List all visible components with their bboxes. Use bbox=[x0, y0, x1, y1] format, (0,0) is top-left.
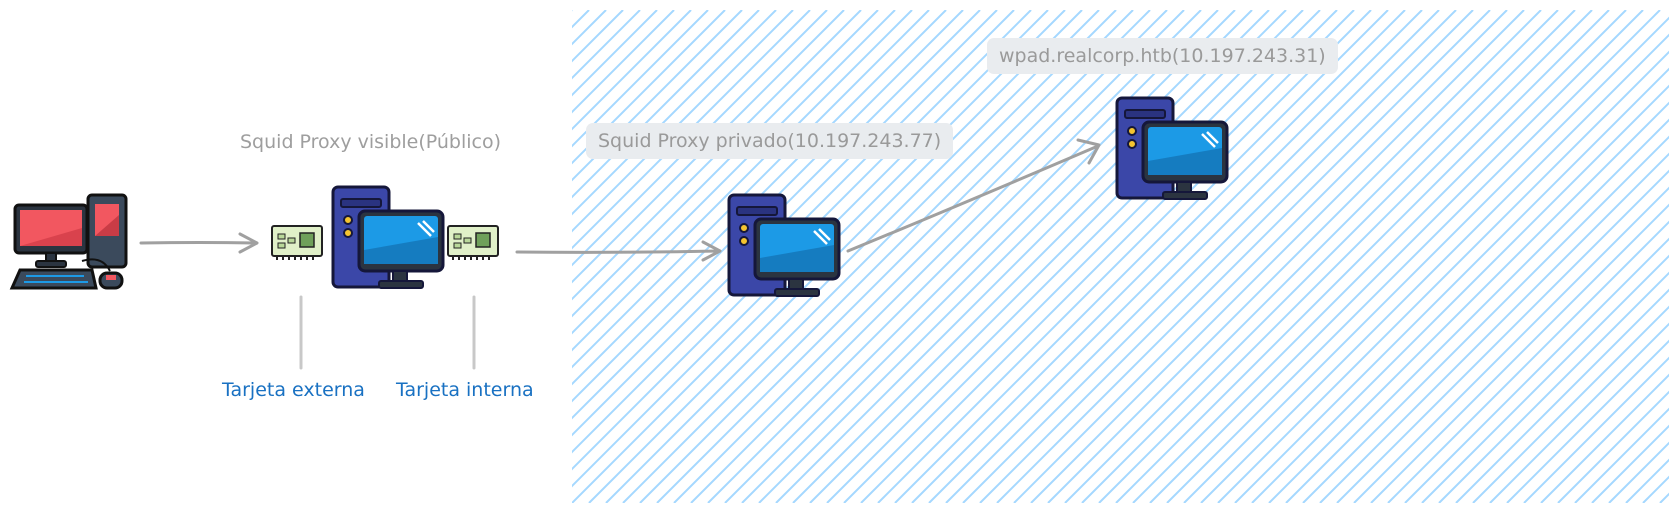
hatch-line bbox=[1183, 16, 1669, 503]
hatch-line bbox=[911, 10, 1406, 503]
hatch-line bbox=[724, 10, 1219, 503]
hatch-line bbox=[1268, 101, 1669, 503]
hatch-line bbox=[1251, 84, 1669, 503]
hatch-line bbox=[1489, 322, 1669, 503]
public-proxy-label: Squid Proxy visible(Público) bbox=[240, 131, 502, 153]
hatch-line bbox=[1200, 33, 1669, 503]
hatch-line bbox=[572, 10, 658, 97]
hatch-line bbox=[1064, 10, 1559, 503]
hatch-line bbox=[1234, 67, 1669, 503]
hatch-line bbox=[1404, 237, 1669, 503]
hatch-line bbox=[572, 10, 675, 114]
desktop-computer-icon bbox=[9, 193, 128, 290]
hatch-line bbox=[572, 10, 709, 148]
hatch-line bbox=[572, 10, 743, 182]
hatch-line bbox=[1047, 10, 1542, 503]
hatch-line bbox=[826, 10, 1321, 503]
hatch-line bbox=[572, 10, 862, 301]
hatch-line bbox=[1523, 356, 1669, 503]
server-computer-icon bbox=[727, 193, 841, 298]
hatch-line bbox=[758, 10, 1253, 503]
server-computer-icon bbox=[1115, 96, 1229, 201]
hatch-line bbox=[1353, 186, 1669, 503]
hatch-line bbox=[572, 10, 726, 165]
hatch-line bbox=[572, 10, 573, 12]
wpad-host-label: wpad.realcorp.htb(10.197.243.31) bbox=[987, 38, 1338, 74]
hatch-line bbox=[1302, 135, 1669, 503]
arrow-client-to-proxy bbox=[139, 232, 259, 254]
hatch-line bbox=[945, 10, 1440, 503]
hatch-line bbox=[572, 10, 896, 335]
hatch-line bbox=[1013, 10, 1508, 503]
hatch-line bbox=[572, 10, 692, 131]
hatch-line bbox=[572, 10, 794, 233]
hatch-line bbox=[809, 10, 1304, 503]
hatch-line bbox=[979, 10, 1474, 503]
server-computer-icon bbox=[331, 185, 445, 290]
hatch-line bbox=[572, 10, 879, 318]
hatch-line bbox=[656, 10, 1151, 503]
hatch-line bbox=[1387, 220, 1669, 503]
arrow-proxy-to-private bbox=[515, 240, 722, 262]
hatch-line bbox=[741, 10, 1236, 503]
hatch-line bbox=[572, 10, 913, 352]
hatch-line bbox=[572, 10, 828, 267]
hatch-line bbox=[673, 10, 1168, 503]
hatch-line bbox=[572, 10, 811, 250]
hatch-line bbox=[928, 10, 1423, 503]
hatch-line bbox=[996, 10, 1491, 503]
internal-card-label: Tarjeta interna bbox=[396, 379, 534, 401]
hatch-line bbox=[1132, 10, 1627, 503]
hatch-line bbox=[622, 10, 1117, 503]
hatch-line bbox=[572, 10, 777, 216]
hatch-line bbox=[962, 10, 1457, 503]
hatch-line bbox=[1217, 50, 1669, 503]
arrow-private-to-wpad bbox=[846, 138, 1101, 253]
hatch-line bbox=[1098, 10, 1593, 503]
network-card-icon bbox=[271, 225, 323, 261]
hatch-line bbox=[1574, 407, 1669, 503]
private-proxy-label: Squid Proxy privado(10.197.243.77) bbox=[586, 123, 954, 159]
hatch-line bbox=[877, 10, 1372, 503]
hatch-line bbox=[860, 10, 1355, 503]
hatch-line bbox=[1438, 271, 1669, 503]
hatch-line bbox=[1370, 203, 1669, 503]
hatch-line bbox=[1421, 254, 1669, 503]
hatch-line bbox=[894, 10, 1389, 503]
hatch-line bbox=[1319, 152, 1669, 503]
hatch-line bbox=[572, 10, 964, 403]
hatch-line bbox=[1540, 373, 1669, 503]
hatch-line bbox=[707, 10, 1202, 503]
hatch-line bbox=[639, 10, 1134, 503]
hatch-line bbox=[1081, 10, 1576, 503]
hatch-line bbox=[1506, 339, 1669, 503]
hatch-line bbox=[1472, 305, 1669, 503]
hatch-line bbox=[1115, 10, 1610, 503]
hatch-line bbox=[1149, 10, 1644, 503]
hatch-line bbox=[690, 10, 1185, 503]
hatch-line bbox=[572, 10, 760, 199]
hatch-line bbox=[1336, 169, 1669, 503]
external-card-label: Tarjeta externa bbox=[222, 379, 365, 401]
hatch-line bbox=[572, 10, 947, 386]
hatch-line bbox=[572, 10, 930, 369]
hatch-line bbox=[605, 10, 1100, 503]
hatch-line bbox=[1557, 390, 1669, 503]
hatch-line bbox=[1285, 118, 1669, 503]
hatch-line bbox=[1455, 288, 1669, 503]
network-card-icon bbox=[447, 225, 499, 261]
hatch-line bbox=[1166, 10, 1661, 503]
hatch-line bbox=[775, 10, 1270, 503]
hatch-line bbox=[792, 10, 1287, 503]
hatch-line bbox=[1030, 10, 1525, 503]
hatch-line bbox=[843, 10, 1338, 503]
hatch-line bbox=[572, 10, 845, 284]
